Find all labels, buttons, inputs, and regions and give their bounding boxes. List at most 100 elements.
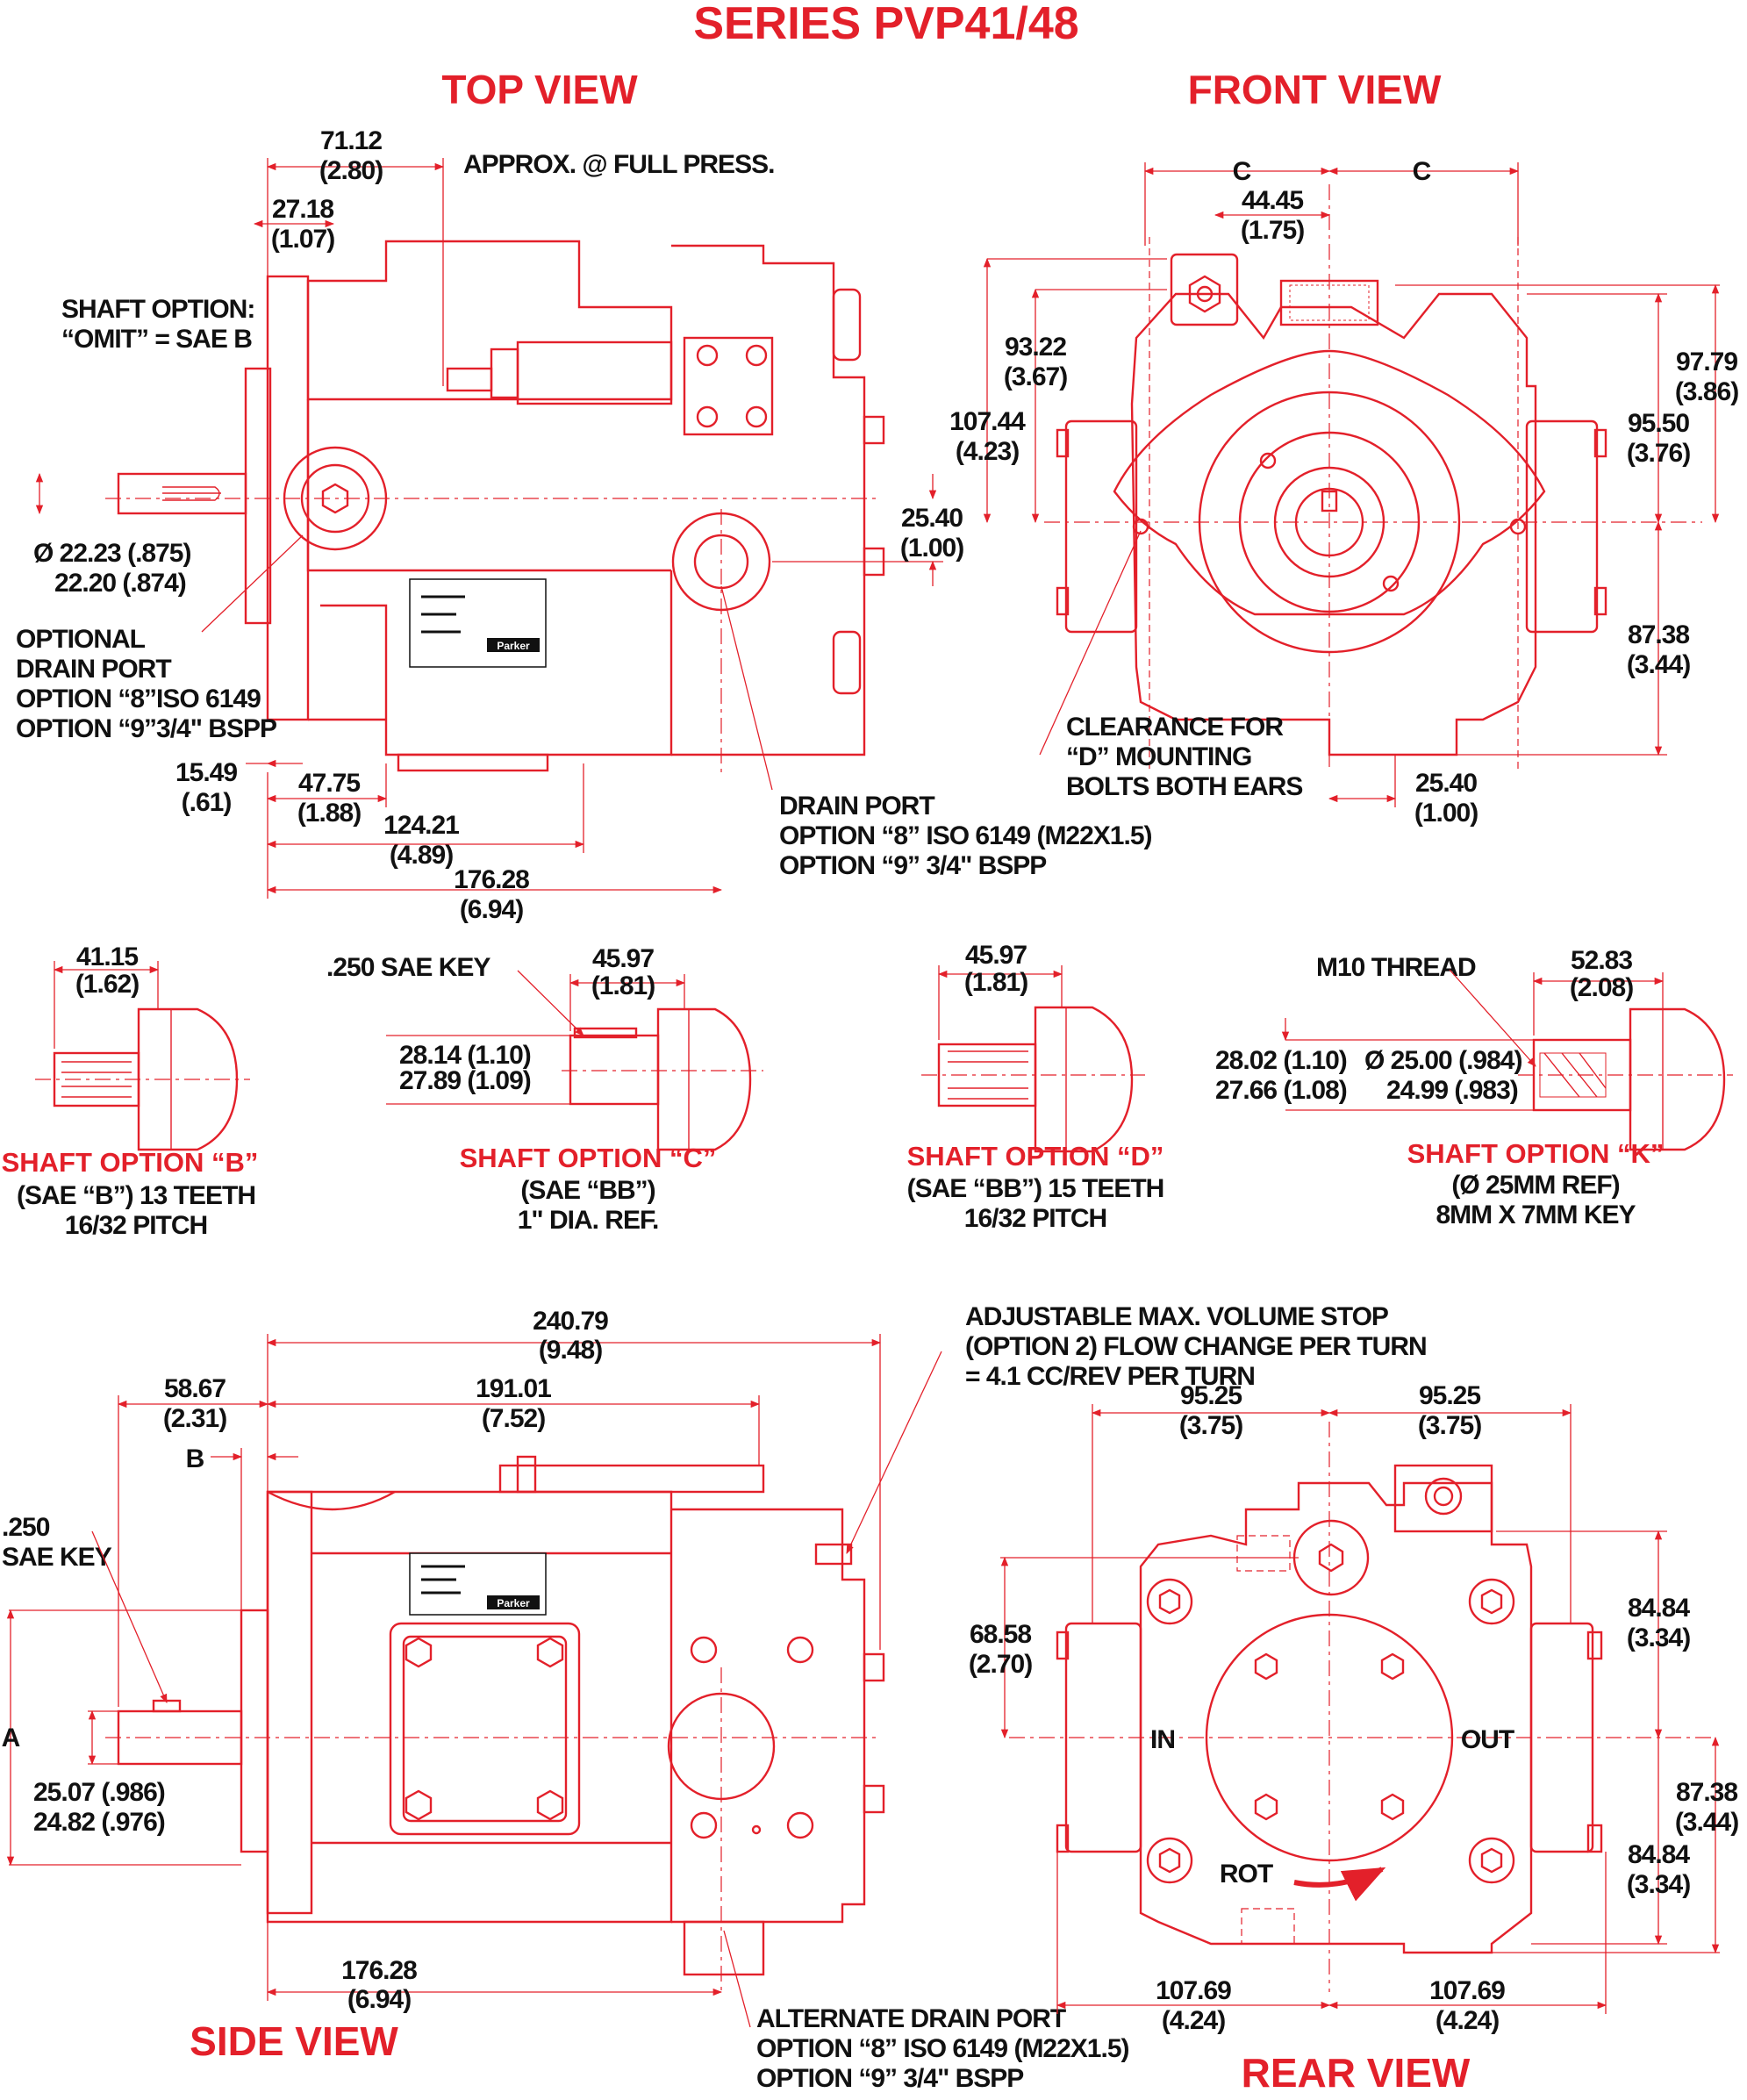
rear-rot-label: ROT [1220, 1860, 1273, 1889]
rear-dim-68-58-in: (2.70) [969, 1650, 1032, 1679]
top-dim-27-18: 27.18 [272, 195, 333, 224]
side-view: Parker 240.79 (9.48) 191.01 (7.52) 58.67… [2, 1302, 1428, 2093]
top-optional-drain-2: DRAIN PORT [16, 655, 171, 684]
side-b-label: B [186, 1444, 204, 1473]
side-view-heading: SIDE VIEW [190, 2018, 398, 2064]
shaft-b-line1: (SAE “B”) 13 TEETH [17, 1181, 255, 1210]
rear-dim-95-25-r-in: (3.75) [1418, 1411, 1481, 1440]
rear-dim-95-25-r: 95.25 [1419, 1381, 1480, 1410]
front-clearance-1: CLEARANCE FOR [1066, 713, 1284, 742]
shaft-c-key: .250 SAE KEY [326, 953, 490, 982]
side-alt-3: OPTION “9” 3/4" BSPP [756, 2064, 1023, 2093]
rear-dim-95-25-l-in: (3.75) [1179, 1411, 1242, 1440]
shaft-k-dia2: 24.99 (.983) [1386, 1076, 1518, 1105]
side-alt-2: OPTION “8” ISO 6149 (M22X1.5) [756, 2034, 1129, 2063]
front-dim-95-50-in: (3.76) [1627, 439, 1690, 468]
shaft-d-dim-in: (1.81) [964, 968, 1027, 997]
side-view-brand: Parker [497, 1597, 530, 1609]
shaft-k-d1: 28.02 (1.10) [1215, 1046, 1347, 1075]
rear-out-label: OUT [1461, 1725, 1514, 1754]
top-dim-47-75-in: (1.88) [297, 799, 361, 828]
shaft-option-c: 45.97 (1.81) .250 SAE KEY 28.14 (1.10) 2… [326, 944, 763, 1235]
side-key-1: .250 [2, 1513, 50, 1542]
top-view: Parker 71.12 (2.80) APPROX. @ FULL PRESS… [16, 126, 1153, 924]
shaft-d-title: SHAFT OPTION “D” [907, 1141, 1164, 1172]
rear-dim-84-84-b: 84.84 [1628, 1840, 1690, 1869]
side-dim-176-28: 176.28 [341, 1956, 417, 1985]
front-c-left: C [1233, 157, 1251, 186]
top-dim-71-12: 71.12 [320, 126, 382, 155]
front-dim-25-40-in: (1.00) [1414, 799, 1478, 828]
top-dia-line1: Ø 22.23 (.875) [33, 539, 190, 568]
front-clearance-2: “D” MOUNTING [1066, 742, 1251, 771]
side-stop-1: ADJUSTABLE MAX. VOLUME STOP [965, 1302, 1388, 1331]
shaft-b-dim-in: (1.62) [75, 970, 139, 999]
top-dim-124-21-in: (4.89) [390, 841, 453, 870]
top-shaft-option-line2: “OMIT” = SAE B [61, 325, 252, 354]
rear-dim-87-38: 87.38 [1676, 1778, 1737, 1807]
shaft-d-line1: (SAE “BB”) 15 TEETH [907, 1174, 1164, 1203]
top-dim-25-40-in: (1.00) [900, 534, 963, 563]
front-dim-87-38: 87.38 [1628, 620, 1689, 649]
front-dim-93-22: 93.22 [1005, 333, 1066, 362]
top-drain-port-1: DRAIN PORT [779, 792, 934, 821]
top-optional-drain-3: OPTION “8”ISO 6149 [16, 684, 261, 713]
shaft-option-b: 41.15 (1.62) SHAFT OPTION “B” (SAE “B”) … [2, 942, 259, 1240]
top-dim-27-18-in: (1.07) [271, 225, 334, 254]
top-dim-25-40: 25.40 [901, 504, 963, 533]
shaft-k-line1: (Ø 25MM REF) [1451, 1171, 1619, 1200]
shaft-option-k: 52.83 (2.08) M10 THREAD 28.02 (1.10) 27.… [1215, 946, 1733, 1229]
side-dim-191-01: 191.01 [476, 1374, 551, 1403]
shaft-c-line1: (SAE “BB”) [520, 1176, 655, 1205]
shaft-d-line2: 16/32 PITCH [964, 1204, 1106, 1233]
rear-dim-84-84-a: 84.84 [1628, 1594, 1690, 1623]
shaft-c-d1: 28.14 (1.10) [399, 1041, 531, 1070]
side-alt-1: ALTERNATE DRAIN PORT [756, 2004, 1066, 2033]
top-dim-15-49-in: (.61) [182, 788, 232, 817]
rear-dim-107-69-l: 107.69 [1156, 1976, 1231, 2005]
front-dim-44-45-in: (1.75) [1241, 216, 1304, 245]
shaft-b-title: SHAFT OPTION “B” [2, 1147, 259, 1178]
front-dim-97-79-in: (3.86) [1675, 377, 1738, 406]
side-dim-58-67: 58.67 [164, 1374, 226, 1403]
top-approx-note: APPROX. @ FULL PRESS. [463, 150, 774, 179]
top-optional-drain-4: OPTION “9”3/4" BSPP [16, 714, 276, 743]
top-view-heading: TOP VIEW [441, 67, 638, 112]
shaft-c-title: SHAFT OPTION “C” [460, 1143, 717, 1173]
rear-view: IN OUT ROT 95.25 (3.75) 95.25 (3.75) 68.… [969, 1381, 1739, 2035]
front-view: C C 44.45 (1.75) 93.22 (3.67) 107.44 (4.… [949, 157, 1739, 828]
front-c-right: C [1413, 157, 1431, 186]
front-dim-25-40: 25.40 [1415, 769, 1477, 798]
side-dim-176-28-in: (6.94) [347, 1985, 411, 2014]
front-dim-97-79: 97.79 [1676, 348, 1737, 376]
top-dim-47-75: 47.75 [298, 769, 360, 798]
shaft-k-dim: 52.83 [1571, 946, 1632, 975]
rotation-arrow-icon [1293, 1867, 1386, 1902]
rear-dim-107-69-r-in: (4.24) [1436, 2006, 1499, 2035]
rear-dim-68-58: 68.58 [970, 1620, 1031, 1649]
front-dim-87-38-in: (3.44) [1627, 650, 1690, 679]
front-clearance-3: BOLTS BOTH EARS [1066, 772, 1302, 801]
top-drain-port-3: OPTION “9” 3/4" BSPP [779, 851, 1046, 880]
shaft-c-dim-in: (1.81) [591, 971, 655, 1000]
side-stop-3: = 4.1 CC/REV PER TURN [965, 1362, 1255, 1391]
page-title: SERIES PVP41/48 [693, 0, 1078, 49]
top-dim-176-28: 176.28 [454, 865, 529, 894]
side-dim-240-79: 240.79 [533, 1307, 608, 1336]
rear-dim-84-84-a-in: (3.34) [1627, 1623, 1690, 1652]
side-dim-240-79-in: (9.48) [539, 1336, 602, 1365]
top-drain-port-2: OPTION “8” ISO 6149 (M22X1.5) [779, 821, 1152, 850]
rear-dim-95-25-l: 95.25 [1180, 1381, 1242, 1410]
shaft-k-line2: 8MM X 7MM KEY [1436, 1201, 1636, 1229]
rear-dim-107-69-l-in: (4.24) [1162, 2006, 1225, 2035]
front-dim-107-44-in: (4.23) [956, 437, 1019, 466]
front-dim-44-45: 44.45 [1242, 186, 1303, 215]
shaft-c-dim: 45.97 [592, 944, 654, 973]
side-dim-191-01-in: (7.52) [482, 1404, 545, 1433]
top-dia-line2: 22.20 (.874) [54, 569, 186, 598]
side-stop-2: (OPTION 2) FLOW CHANGE PER TURN [965, 1332, 1427, 1361]
top-dim-71-12-in: (2.80) [319, 156, 383, 185]
top-shaft-option-line1: SHAFT OPTION: [61, 295, 254, 324]
top-view-brand: Parker [497, 640, 530, 652]
